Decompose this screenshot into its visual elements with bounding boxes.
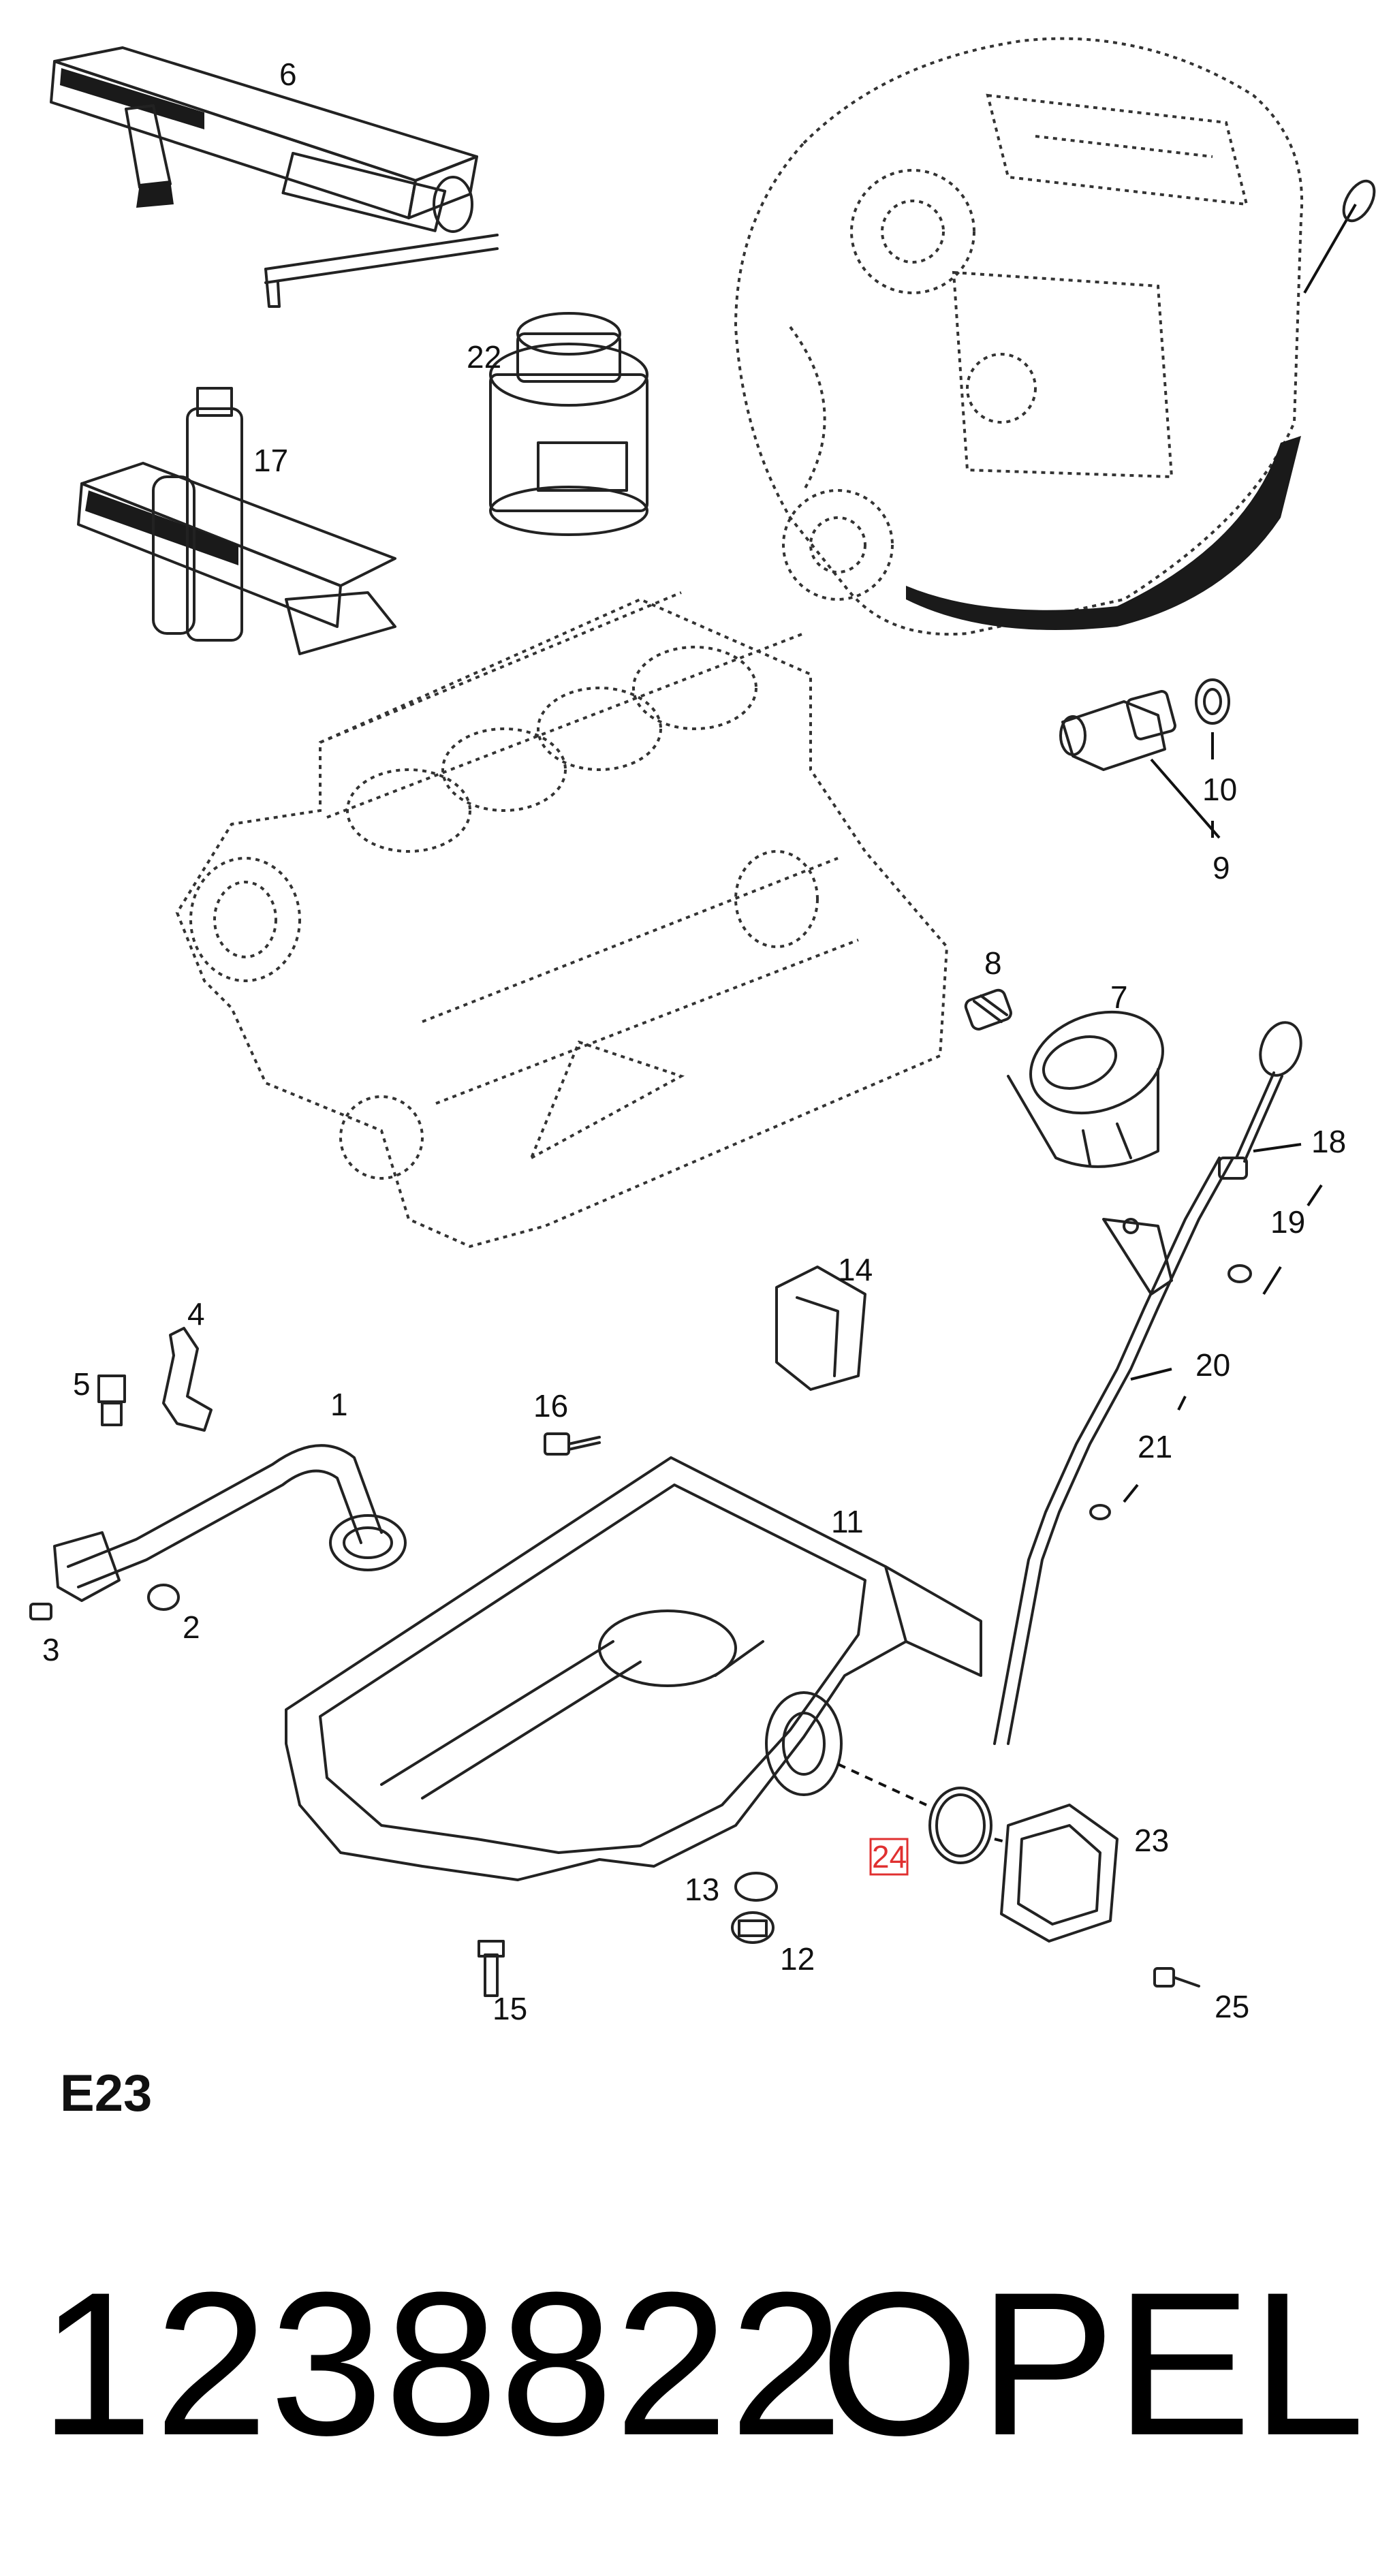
bracket-illustration-4 xyxy=(162,1327,213,1432)
section-code: E23 xyxy=(60,2064,153,2122)
clip-illustration-14 xyxy=(775,1266,866,1391)
bolt-illustration-25 xyxy=(1153,1967,1200,1988)
o-ring-illustration-2 xyxy=(147,1584,180,1611)
brand-name: OPEL xyxy=(819,2249,1365,2478)
callout-7: 7 xyxy=(1110,979,1128,1015)
callout-25: 25 xyxy=(1215,1989,1249,2024)
callout-17: 17 xyxy=(253,443,288,478)
callout-16: 16 xyxy=(533,1388,568,1424)
callout-5: 5 xyxy=(73,1366,91,1402)
highlighted-callout-24[interactable]: 24 xyxy=(869,1838,909,1876)
o-ring-illustration-21 xyxy=(1089,1504,1111,1520)
drain-plug-illustration-12 xyxy=(731,1911,775,1944)
callout-19: 19 xyxy=(1270,1204,1305,1240)
engine-assembly-illustration xyxy=(734,37,1376,636)
callout-23: 23 xyxy=(1134,1823,1169,1858)
oil-pan-illustration-11 xyxy=(285,1456,982,1881)
callout-13: 13 xyxy=(685,1872,719,1907)
engine-block-illustration xyxy=(175,591,949,1248)
container-illustration-22 xyxy=(489,312,648,536)
callout-21: 21 xyxy=(1138,1429,1172,1464)
highlight-box xyxy=(869,1838,909,1876)
o-ring-illustration-19 xyxy=(1228,1264,1252,1283)
callout-22: 22 xyxy=(467,339,501,375)
callout-18: 18 xyxy=(1311,1124,1346,1159)
callout-6: 6 xyxy=(279,57,297,92)
washer-illustration-10 xyxy=(1195,678,1230,725)
washer-illustration-13 xyxy=(734,1872,778,1902)
callout-8: 8 xyxy=(984,945,1002,981)
dipstick-illustration-18 xyxy=(1218,1021,1302,1180)
sealant-kit-illustration-6 xyxy=(50,46,499,308)
leader-lines xyxy=(837,732,1323,1844)
sealant-kit-illustration-17 xyxy=(77,387,396,655)
bolt-illustration-3 xyxy=(29,1603,52,1620)
oil-pickup-tube-illustration-1 xyxy=(53,1444,407,1602)
dipstick-tube-illustration-20 xyxy=(993,1157,1234,1745)
callout-10: 10 xyxy=(1202,772,1237,807)
callout-4: 4 xyxy=(187,1296,205,1332)
threaded-stud-illustration-8 xyxy=(964,988,1012,1031)
cover-illustration-23 xyxy=(1000,1804,1119,1943)
bolt-illustration-15 xyxy=(478,1940,505,1997)
callout-14: 14 xyxy=(838,1252,873,1287)
bolt-illustration-5 xyxy=(97,1375,126,1426)
callout-3: 3 xyxy=(42,1632,60,1667)
callout-15: 15 xyxy=(492,1991,527,2026)
callout-1: 1 xyxy=(330,1387,348,1422)
callout-11: 11 xyxy=(831,1504,864,1539)
bolt-illustration-16 xyxy=(544,1432,601,1456)
oil-pressure-switch-illustration-9 xyxy=(1059,690,1176,771)
callout-2: 2 xyxy=(183,1609,200,1645)
callout-24: 24 xyxy=(872,1839,907,1874)
o-ring-illustration-24 xyxy=(928,1787,992,1864)
callout-12: 12 xyxy=(780,1941,815,1977)
callout-20: 20 xyxy=(1195,1347,1230,1383)
callout-labels: 1 2 3 4 5 6 7 8 9 10 11 12 13 14 15 16 1… xyxy=(42,57,1346,2026)
part-number: 1238822 xyxy=(40,2249,845,2478)
callout-9: 9 xyxy=(1213,850,1230,885)
oil-filter-illustration-7 xyxy=(1007,1010,1164,1168)
